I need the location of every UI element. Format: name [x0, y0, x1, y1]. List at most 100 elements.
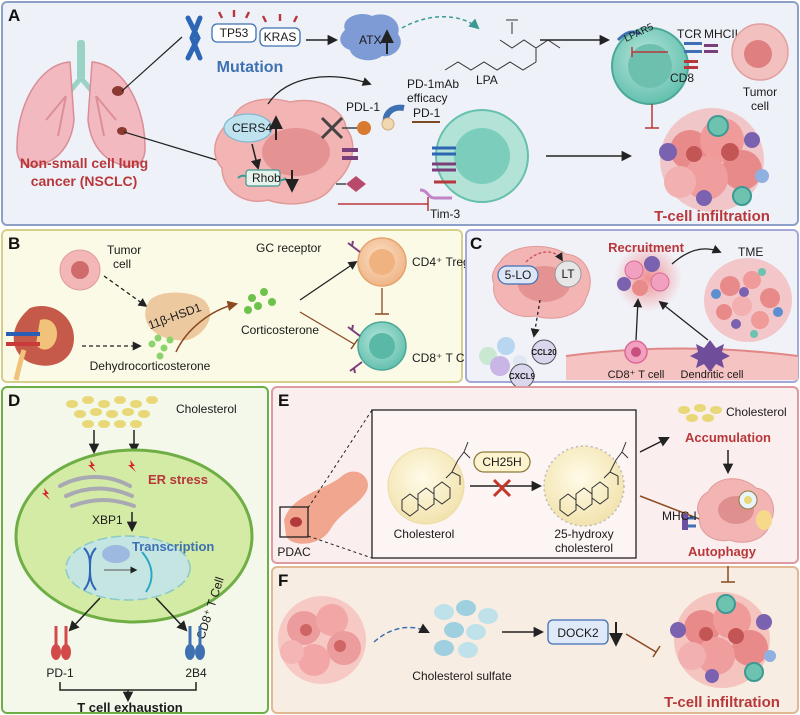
mhc1-receptor: [682, 514, 696, 530]
mutation-label: Mutation: [217, 59, 284, 76]
pdl1-blocked: [320, 116, 371, 140]
receptor-diamond: [336, 176, 366, 192]
pdac-label: PDAC: [277, 545, 311, 559]
rhob-badge: Rhob: [237, 169, 299, 193]
pd1-receptor-d: [51, 626, 71, 660]
lungs-illustration: [16, 40, 146, 167]
hydroxy-label1: 25-hydroxy: [554, 527, 613, 541]
tumor-mass-f: [278, 596, 366, 684]
panel-f-frame: [271, 566, 799, 714]
tumor-cell-a: [731, 23, 789, 81]
recruitment-cluster: [614, 244, 682, 312]
ccl20-label: CCL20: [531, 348, 557, 357]
nsclc-tumor-cell: [214, 98, 354, 205]
cholesterol-dots-e: [678, 404, 722, 422]
er-stress-label: ER stress: [148, 472, 208, 487]
recruitment-label: Recruitment: [608, 240, 685, 255]
lt-badge: LT: [554, 260, 582, 288]
tme-cluster: [704, 258, 792, 342]
cholesterol-label-e: Cholesterol: [394, 527, 455, 541]
cholesterol-molecule: [387, 441, 471, 525]
blood-vessel: [565, 347, 799, 380]
cholesterol-small-label: Cholesterol: [726, 405, 787, 419]
hydroxycholesterol-molecule: [543, 441, 629, 527]
tumor-cell-b-label1: Tumor: [107, 243, 141, 257]
panel-b-letter: B: [8, 234, 20, 253]
svg-text:DOCK2: DOCK2: [557, 626, 599, 640]
b24-receptor-d: [185, 626, 205, 660]
cd8-label-b: CD8⁺ T Cell: [412, 351, 477, 365]
panel-f-letter: F: [278, 571, 288, 590]
svg-text:CERS4: CERS4: [232, 121, 272, 135]
xbp1-label: XBP1: [92, 513, 123, 527]
autophagy-cell: [697, 478, 774, 543]
treg-cell: [347, 237, 407, 287]
mhc1-label: MHC-I: [662, 509, 697, 523]
tumor-mass-infiltrated-a: [659, 108, 769, 212]
autophagy-label: Autophagy: [688, 544, 757, 559]
tumor-cell-a-label1: Tumor: [743, 85, 777, 99]
ch25h-badge: CH25H: [473, 451, 531, 498]
hydroxy-label2: cholesterol: [555, 541, 613, 555]
pd1-label-a: PD-1: [413, 106, 441, 120]
tme-label: TME: [738, 245, 763, 259]
dendritic-cell-label: Dendritic cell: [681, 369, 744, 381]
corticosterone-label: Corticosterone: [241, 323, 319, 337]
receptor-purple: [342, 148, 358, 160]
pdl1-label: PDL-1: [346, 100, 380, 114]
cholesterol-sulfate-label: Cholesterol sulfate: [412, 669, 512, 683]
t-cell-exhaustion-label: T cell exhaustion: [77, 700, 183, 715]
t-cell-infiltration-f: T-cell infiltration: [664, 694, 780, 711]
cholesterol-dots-d: [66, 396, 158, 428]
chromosome-icon: [185, 15, 203, 61]
kras-gene-badge: KRAS: [259, 14, 301, 47]
transcription-label: Transcription: [132, 539, 214, 554]
nsclc-label-line2: cancer (NSCLC): [31, 173, 138, 189]
tcr-label: TCR: [677, 27, 702, 41]
cholesterol-label-d: Cholesterol: [176, 402, 237, 416]
cd8-t-cell-lpar5: LPAR5: [611, 21, 718, 105]
svg-text:Rhob: Rhob: [252, 171, 281, 185]
svg-text:TP53: TP53: [220, 26, 249, 40]
er-stress-bolts: [42, 460, 136, 500]
b24-label-d: 2B4: [185, 666, 207, 680]
lo5-badge: 5-LO: [497, 265, 539, 285]
dehydrocorticosterone-label: Dehydrocorticosterone: [90, 359, 211, 373]
tumor-cell-b: [59, 249, 101, 291]
svg-text:CH25H: CH25H: [482, 455, 521, 469]
atx-enzyme: ATX: [340, 13, 401, 61]
pd1mab-label1: PD-1mAb: [407, 77, 459, 91]
dendritic-cell-c: [690, 340, 730, 372]
tim3-label: Tim-3: [430, 207, 461, 221]
cd8-label-a: CD8: [670, 71, 694, 85]
lpa-molecule: [444, 19, 561, 71]
cholesterol-sulfate-dots: [434, 600, 498, 658]
nsclc-label-line1: Non-small cell lung: [20, 155, 148, 171]
cd8-t-cell-pd1: [412, 109, 529, 203]
pd1mab-antibody: [381, 104, 405, 131]
dock2-badge: DOCK2: [547, 619, 623, 647]
dehydrocorticosterone-dots: [148, 334, 174, 360]
pancreas-illustration: [279, 471, 368, 544]
pd1mab-label2: efficacy: [407, 91, 447, 105]
tumor-mass-infiltrated-f: [670, 592, 776, 688]
er-membrane: [58, 475, 136, 508]
t-cell-infiltration-a: T-cell infiltration: [654, 208, 770, 225]
corticosterone-dots: [244, 288, 276, 314]
svg-text:5-LO: 5-LO: [505, 268, 532, 282]
svg-text:ATX: ATX: [359, 33, 381, 47]
cd8-t-cell-c: [624, 340, 648, 364]
pd1-label-d: PD-1: [46, 666, 74, 680]
chemokine-cluster: [479, 337, 557, 389]
svg-text:LT: LT: [561, 267, 575, 281]
treg-label: CD4⁺ Treg: [412, 255, 470, 269]
lpa-label: LPA: [476, 73, 498, 87]
panel-c-letter: C: [470, 234, 482, 253]
kidney-illustration: [6, 306, 74, 381]
cd8-t-cell-b: [347, 321, 407, 374]
nucleus-d: [65, 535, 191, 601]
tumor-cell-a-label2: cell: [751, 99, 769, 113]
tumor-cell-b-label2: cell: [113, 257, 131, 271]
panel-d-letter: D: [8, 391, 20, 410]
accumulation-label: Accumulation: [685, 430, 771, 445]
